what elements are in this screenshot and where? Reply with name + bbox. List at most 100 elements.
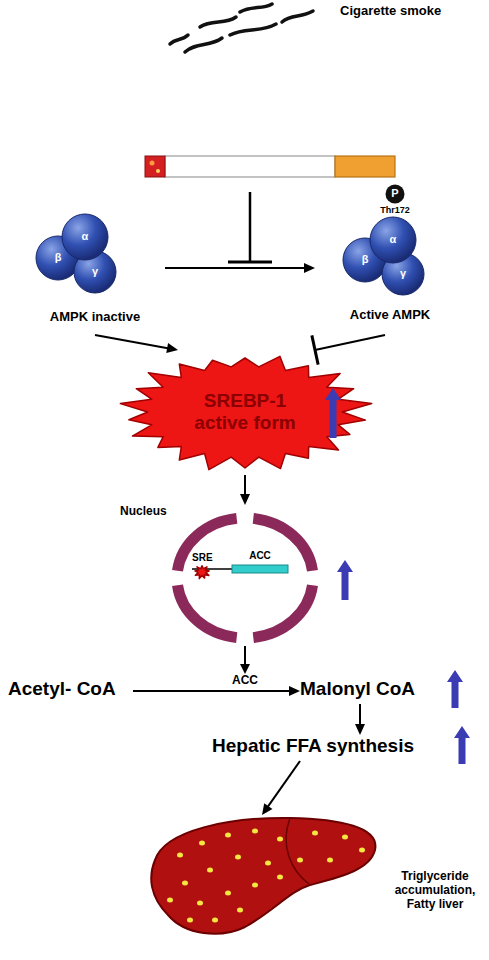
liver-illustration: Triglyceride accumulation, Fatty liver [140,815,489,945]
increase-arrow [325,388,341,438]
arrowhead [240,494,250,505]
outcome-label: Triglyceride accumulation, Fatty liver [385,870,485,911]
smoke-wisp [240,4,272,12]
ember-spark [156,169,160,173]
connector-line [133,690,291,692]
node-label: Active AMPK [315,308,465,323]
metabolite-text: Malonyl CoA [300,678,440,704]
fat-droplet [237,908,243,913]
cigarette-illustration: Cigarette smoke [140,0,470,190]
ember-spark [150,161,155,166]
inhibition-bar [312,335,318,364]
ampk-trimer: PThr172βαγActive AMPK [315,180,465,335]
subunit-letter: β [52,251,64,264]
fat-droplet [327,858,333,863]
node-label: AMPK inactive [25,310,165,325]
arrowhead [304,263,315,273]
process-text: Hepatic FFA synthesis [212,735,452,761]
subunit-letter: α [79,230,91,243]
subunit-letter: α [387,233,399,246]
smoke-wisp [200,17,236,27]
inhibition-connector [312,335,385,365]
arrowhead [166,343,178,353]
connector-line [267,761,300,808]
connector-line [315,335,385,350]
arrowhead [262,803,272,815]
smoke-wisp [230,24,276,35]
cigarette-ember [145,156,165,177]
starburst-shape [120,356,371,469]
arrowhead [355,724,365,735]
ampk-trimer: β α γAMPK inactive [25,210,165,335]
fat-droplet [252,829,258,834]
increase-arrow [447,670,463,708]
nuclear-envelope [253,518,312,570]
lobe-line [286,818,310,885]
cigarette-filter [335,156,395,177]
metabolite-text: Acetyl- CoA [8,678,133,704]
node-label: Nucleus [120,505,190,519]
fat-droplet [187,918,193,923]
fat-droplet [277,837,283,842]
fat-droplet [225,891,231,896]
residue-label: Thr172 [365,205,425,215]
illustration-label: Cigarette smoke [340,4,470,19]
gene-box [232,565,288,573]
liver-shape [151,818,375,934]
flow-arrow [355,704,365,735]
smoke-wisp [185,38,222,52]
fat-droplet [182,881,188,886]
gene-label: ACC [232,550,288,562]
nucleus-circle: NucleusSRE ACC [120,505,360,645]
activation-arrow [165,263,315,273]
fat-droplet [197,901,203,906]
subunit-letter: γ [89,265,101,278]
connector-line [244,475,246,496]
edge-label: ACC [215,674,275,688]
flow-arrow [240,475,250,505]
fat-droplet [167,898,173,903]
fat-droplet [312,831,318,836]
fat-droplet [297,858,303,863]
fat-droplet [342,835,348,840]
fat-droplet [265,861,271,866]
subunit-sphere [62,214,108,260]
nuclear-envelope [178,585,237,637]
nuclear-envelope [178,518,237,570]
fat-droplet [235,855,241,860]
phosphate-circle [386,185,405,204]
leader-arrowhead [240,664,250,674]
smoke-wisp [170,35,188,44]
fat-droplet [199,841,205,846]
fat-droplet [212,918,218,923]
connector-line [359,704,361,726]
increase-arrow [454,726,470,764]
nucleus-circle-outline [120,505,360,645]
inhibition-bar [228,261,272,264]
arrowhead [289,686,300,696]
leader-arrow [244,646,246,665]
fat-droplet [177,853,183,858]
nuclear-envelope [253,585,312,637]
fat-droplet [225,833,231,838]
activation-arrow [95,335,178,353]
subunit-letter: γ [397,267,409,280]
phosphate-letter: P [389,187,401,200]
binding-burst [195,566,209,579]
subunit-sphere [370,217,416,263]
fat-droplet [207,868,213,873]
reaction-arrow [133,686,300,696]
node-label: Hepatic FFA synthesis [212,735,452,757]
cigarette-paper [165,156,335,177]
increase-arrow [337,560,353,600]
cigarette-illustration-outline [140,0,470,190]
flow-arrow [262,761,300,815]
element-label: SRE [192,552,224,564]
fat-droplet [252,883,258,888]
node-label: SREBP-1 active form [185,390,305,434]
fat-droplet [277,875,283,880]
smoke-wisp [282,11,313,22]
fat-droplet [359,848,365,853]
